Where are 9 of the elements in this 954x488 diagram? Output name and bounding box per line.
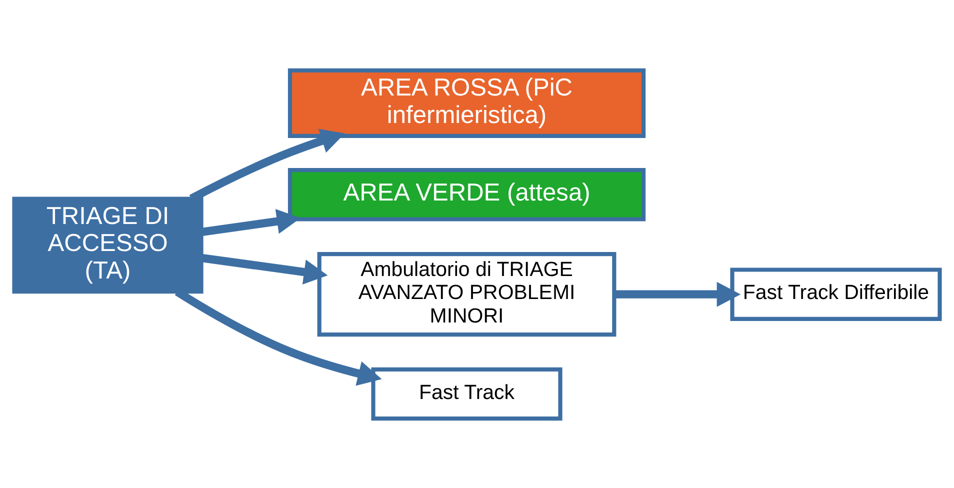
arrow [200,253,328,284]
arrow [200,208,301,236]
node-box: TRIAGE DI ACCESSO (TA) [12,196,204,294]
node-box: Fast Track [371,366,562,420]
node-box: Ambulatorio di TRIAGE AVANZATO PROBLEMI MINORI [317,252,616,336]
node-box: Fast Track Differibile [730,267,942,320]
arrow [614,281,741,306]
node-box: AREA VERDE (attesa) [288,168,646,221]
node-box: AREA ROSSA (PiC infermieristica) [288,68,646,138]
